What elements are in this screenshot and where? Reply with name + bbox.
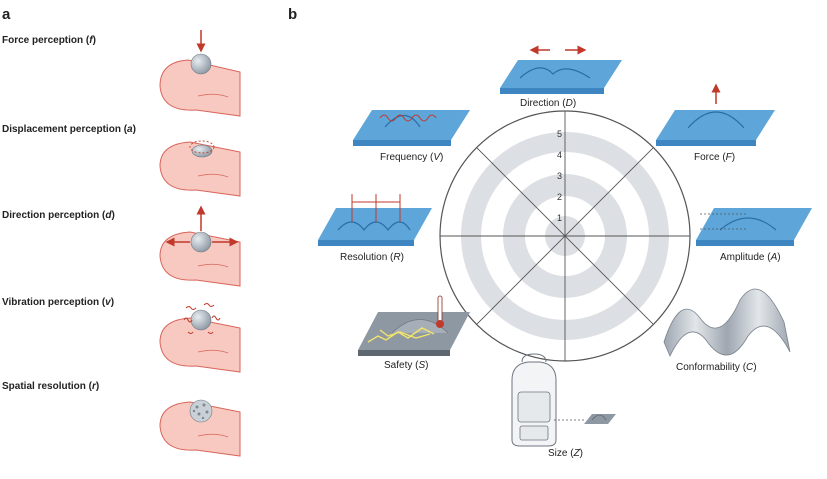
ring-label-3: 3: [557, 171, 562, 181]
direction-pad: [500, 45, 622, 94]
frequency-label: Frequency (V): [380, 152, 444, 163]
displacement-perception-label: Displacement perception (a): [2, 124, 136, 135]
dashed-outline-icon: [189, 140, 215, 154]
safety-pad: [358, 295, 470, 356]
small-pad-icon: [584, 414, 616, 424]
textured-ball: [189, 399, 213, 423]
conformability-label: Conformability (C): [676, 362, 757, 373]
ring-label-5: 5: [557, 129, 562, 139]
finger-force: [159, 30, 241, 117]
vibration-ball: [190, 309, 212, 331]
thermometer-icon: [437, 295, 443, 323]
thermometer-bulb-icon: [436, 320, 444, 328]
panel-a-letter: a: [2, 6, 11, 23]
direction-ball: [190, 231, 212, 253]
force-ball: [190, 53, 212, 75]
spatial-resolution-label: Spatial resolution (r): [2, 381, 100, 392]
size-backpack: [511, 353, 616, 447]
resolution-pad: [318, 194, 432, 246]
resolution-label: Resolution (R): [340, 252, 404, 263]
vibration-wave-icon: [379, 114, 437, 122]
amplitude-label: Amplitude (A): [720, 252, 781, 263]
panel-b-letter: b: [288, 6, 298, 23]
direction-perception-label: Direction perception (d): [2, 210, 115, 221]
finger-displacement: [159, 140, 241, 197]
force-pad: [656, 83, 775, 146]
safety-label: Safety (S): [384, 360, 429, 371]
force-perception-label: Force perception (f): [2, 35, 96, 46]
force-label: Force (F): [694, 152, 736, 163]
amplitude-pad: [696, 208, 812, 246]
vibration-wave-icon: [183, 303, 221, 334]
size-label: Size (Z): [548, 448, 584, 459]
ring-label-2: 2: [557, 192, 562, 202]
ring-label-1: 1: [557, 213, 562, 223]
finger-spatial: [159, 399, 241, 457]
vibration-perception-label: Vibration perception (v): [2, 297, 115, 308]
ring-label-4: 4: [557, 150, 562, 160]
resolution-markers-icon: [351, 194, 401, 222]
conformability-sheet: [663, 288, 791, 357]
direction-label: Direction (D): [520, 98, 577, 109]
frequency-pad: [353, 110, 470, 146]
finger-vibration: [159, 303, 241, 373]
finger-direction: [159, 205, 241, 287]
displacement-ball: [191, 144, 213, 158]
radar-chart: 1 2 3 4 5: [439, 110, 691, 362]
